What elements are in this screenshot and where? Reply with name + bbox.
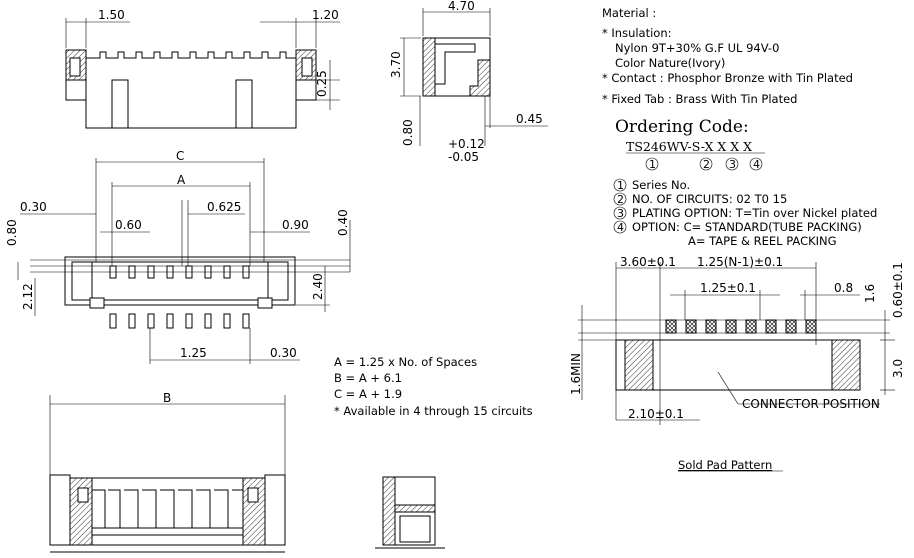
- ordering-code-block: Ordering Code: TS246WV-S-X X X X 1 2 3 4…: [613, 117, 877, 248]
- dim-0625: 0.625: [207, 200, 241, 214]
- dim-side-bottom: 0.80: [401, 119, 415, 146]
- dim-030-top: 0.30: [20, 200, 47, 214]
- pad-dim-08: 0.8: [834, 281, 853, 295]
- availability-note: * Available in 4 through 15 circuits: [334, 404, 533, 418]
- contact-material: * Contact : Phosphor Bronze with Tin Pla…: [602, 71, 853, 85]
- side-view: 4.70 3.70 0.45 0.80 +0.12 -0.05: [389, 0, 548, 164]
- formula-block: A = 1.25 x No. of Spaces B = A + 6.1 C =…: [334, 355, 533, 418]
- marker-3: 3: [729, 158, 736, 171]
- pad-dim-125: 1.25±0.1: [700, 281, 756, 295]
- pad-dim-210: 2.10±0.1: [628, 407, 684, 421]
- pad-caption: Sold Pad Pattern: [678, 458, 772, 472]
- item-marker-4: 4: [617, 221, 624, 234]
- dim-top-right: 1.20: [312, 8, 339, 22]
- plan-pins-bottom: [109, 313, 250, 329]
- dim-060: 0.60: [115, 218, 142, 232]
- connector-position-label: CONNECTOR POSITION: [742, 397, 880, 411]
- material-heading: Material :: [602, 6, 656, 20]
- dim-pitch: 1.25: [180, 346, 207, 360]
- formula-a: A = 1.25 x No. of Spaces: [334, 355, 477, 369]
- pad-dim-060: 0.60±0.1: [891, 262, 905, 318]
- dim-240: 2.40: [311, 273, 325, 300]
- marker-2: 2: [703, 158, 710, 171]
- formula-c: C = A + 1.9: [334, 387, 402, 401]
- dim-090: 0.90: [282, 218, 309, 232]
- dim-c: C: [176, 149, 184, 163]
- part-number: TS246WV-S-X X X X: [626, 139, 752, 154]
- side-detail-view: [375, 476, 445, 549]
- solder-pad-pattern: 3.60±0.1 1.25(N-1)±0.1 1.25±0.1 0.8 1.6 …: [569, 255, 905, 472]
- dim-080: 0.80: [5, 219, 19, 246]
- dim-top-left: 1.50: [98, 8, 125, 22]
- ordering-item-1: Series No.: [632, 178, 690, 192]
- bottom-front-view: B: [49, 391, 286, 553]
- fixed-tab-material: * Fixed Tab : Brass With Tin Plated: [602, 92, 797, 106]
- dim-b: B: [163, 391, 171, 405]
- insulation-label: * Insulation:: [602, 26, 672, 40]
- plan-view: C A 0.30 0.60 0.625 0.90 0.80 2.12 0.40 …: [5, 149, 351, 364]
- dim-tol-plus: +0.12: [448, 137, 485, 151]
- ordering-item-3: PLATING OPTION: T=Tin over Nickel plated: [632, 206, 877, 220]
- pad-dim-16: 1.6: [863, 284, 877, 303]
- ordering-item-2: NO. OF CIRCUITS: 02 T0 15: [632, 192, 787, 206]
- insulation-spec: Nylon 9T+30% G.F UL 94V-0: [615, 41, 779, 55]
- dim-030-bottom: 0.30: [270, 346, 297, 360]
- dim-tol-minus: -0.05: [448, 150, 479, 164]
- dim-side-height2: 3.70: [389, 51, 403, 78]
- ordering-item-4: OPTION: C= STANDARD(TUBE PACKING): [632, 220, 862, 234]
- pad-dim-360: 3.60±0.1: [620, 255, 676, 269]
- dim-side-small: 0.45: [516, 112, 543, 126]
- front-view: 1.50 1.20 0.25: [65, 8, 340, 129]
- item-marker-1: 1: [617, 179, 624, 192]
- marker-1: 1: [649, 158, 656, 171]
- pad-dim-125n: 1.25(N-1)±0.1: [697, 255, 783, 269]
- marker-4: 4: [753, 158, 760, 171]
- insulation-color: Color Nature(Ivory): [615, 56, 725, 70]
- dim-side-width: 4.70: [448, 0, 475, 13]
- ordering-option-line2: A= TAPE & REEL PACKING: [688, 234, 837, 248]
- dim-side-height: 0.25: [315, 70, 329, 97]
- item-marker-3: 3: [617, 207, 624, 220]
- dim-a: A: [177, 173, 186, 187]
- pad-dim-30: 3.0: [891, 359, 905, 378]
- formula-b: B = A + 6.1: [334, 371, 402, 385]
- dim-212: 2.12: [21, 283, 35, 310]
- material-block: Material : * Insulation: Nylon 9T+30% G.…: [602, 6, 853, 106]
- dim-040: 0.40: [336, 209, 350, 236]
- pad-dim-16min: 1.6MIN: [569, 353, 583, 395]
- item-marker-2: 2: [617, 193, 624, 206]
- ordering-title: Ordering Code:: [615, 117, 749, 137]
